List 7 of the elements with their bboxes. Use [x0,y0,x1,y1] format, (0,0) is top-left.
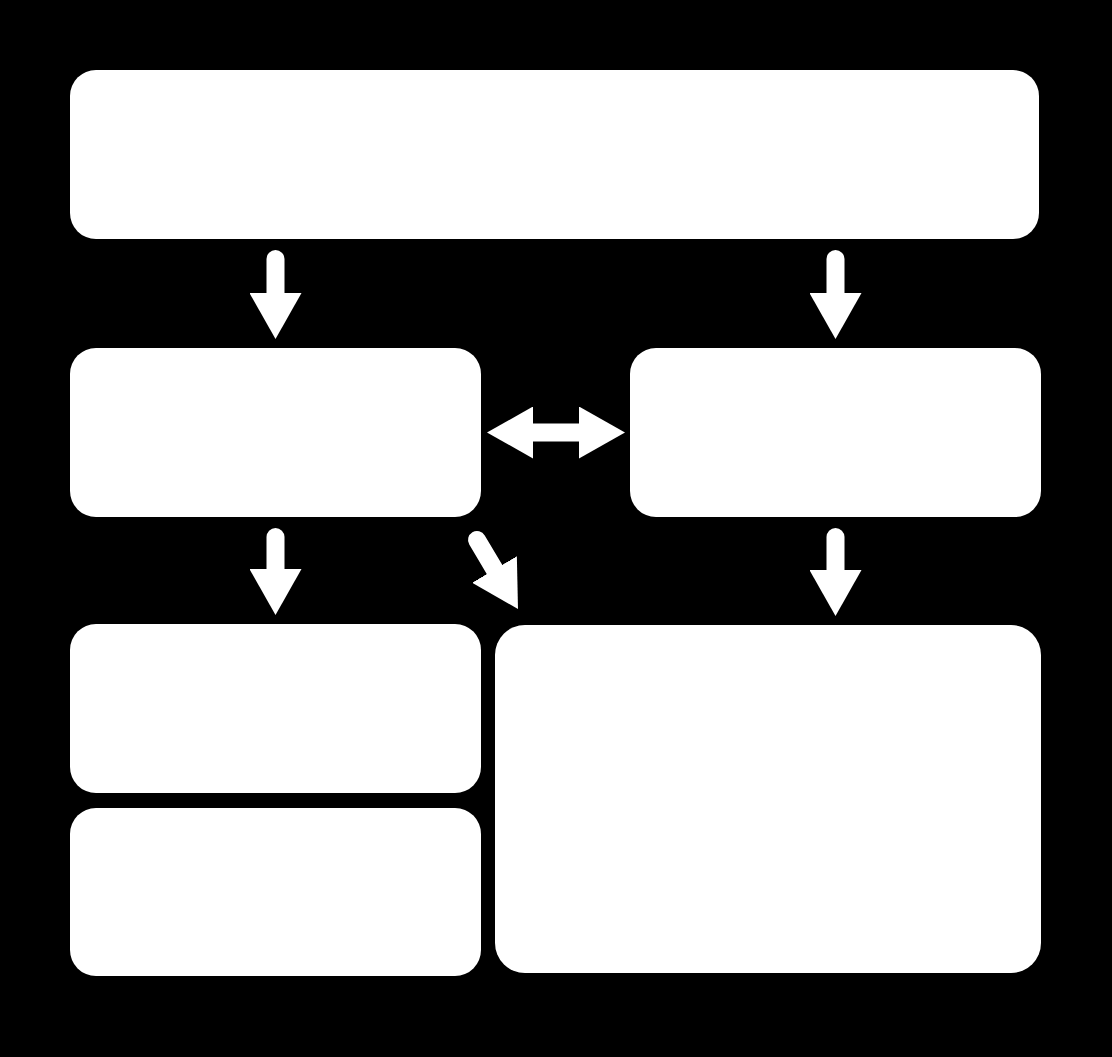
rounded-box [630,348,1041,517]
rounded-box [70,70,1039,239]
rounded-box [70,808,481,976]
rounded-box [70,348,481,517]
double-arrow [487,406,625,459]
rounded-box [495,625,1041,973]
rounded-box [70,624,481,793]
